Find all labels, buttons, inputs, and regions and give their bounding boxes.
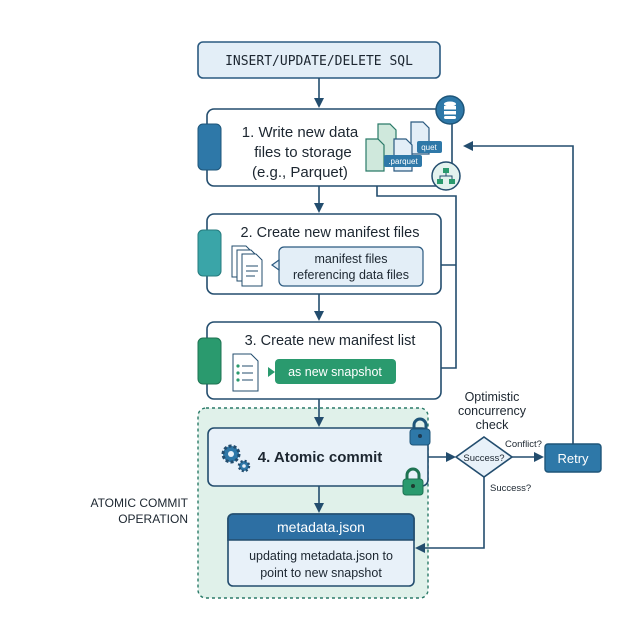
step1-line1: 1. Write new data (242, 124, 359, 141)
step3-tab (197, 337, 222, 385)
success-decision: Success? (454, 436, 514, 478)
step4-box: 4. Atomic commit (207, 417, 431, 496)
database-icon (435, 95, 465, 125)
sql-box: INSERT/UPDATE/DELETE SQL (197, 41, 441, 79)
file-tag-2: quet (421, 143, 437, 152)
manifest-files-icon (231, 245, 263, 287)
step1-tab (197, 123, 222, 171)
metadata-header: metadata.json (277, 519, 365, 535)
step2-tab (197, 229, 222, 277)
step1-line2: files to storage (254, 144, 352, 161)
conflict-label: Conflict? (505, 439, 542, 450)
snapshot-pill: as new snapshot (268, 359, 396, 384)
success-label: Success? (490, 483, 531, 494)
metadata-box: metadata.json updating metadata.json to … (227, 513, 415, 587)
arrow-retry-to-step1 (463, 141, 574, 444)
network-icon (431, 161, 461, 191)
snapshot-pill-label: as new snapshot (288, 365, 382, 379)
step3-title: 3. Create new manifest list (245, 333, 416, 349)
decision-label: Success? (463, 453, 504, 464)
step4-title: 4. Atomic commit (258, 449, 382, 466)
step2-box: 2. Create new manifest files manifest fi… (197, 213, 442, 295)
step1-line3: (e.g., Parquet) (252, 164, 348, 181)
step1-box: 1. Write new data files to storage (e.g.… (197, 95, 465, 191)
retry-button: Retry (544, 443, 602, 473)
arrow-success-to-metadata (415, 477, 485, 553)
sql-label: INSERT/UPDATE/DELETE SQL (225, 54, 413, 69)
metadata-line2: point to new snapshot (260, 566, 382, 580)
metadata-line1: updating metadata.json to (249, 549, 393, 563)
callout-line2: referencing data files (293, 268, 409, 282)
file-tag-1: .parquet (388, 157, 418, 166)
lock-blue-icon (409, 417, 431, 446)
check-title-2: concurrency (458, 404, 527, 418)
manifest-callout: manifest files referencing data files (270, 246, 424, 287)
callout-line1: manifest files (315, 252, 388, 266)
gears-icon (221, 444, 251, 473)
step2-title: 2. Create new manifest files (241, 225, 420, 241)
check-title-1: Optimistic (465, 390, 520, 404)
lock-green-icon (402, 467, 424, 496)
atomic-region-label-2: OPERATION (118, 512, 188, 526)
check-title-3: check (476, 418, 509, 432)
manifest-list-icon (232, 353, 259, 392)
atomic-region-label-1: ATOMIC COMMIT (90, 496, 188, 510)
parquet-files-icon: quet .parquet (365, 121, 442, 172)
step3-box: 3. Create new manifest list as new snaps… (197, 321, 442, 400)
retry-label: Retry (557, 451, 589, 466)
